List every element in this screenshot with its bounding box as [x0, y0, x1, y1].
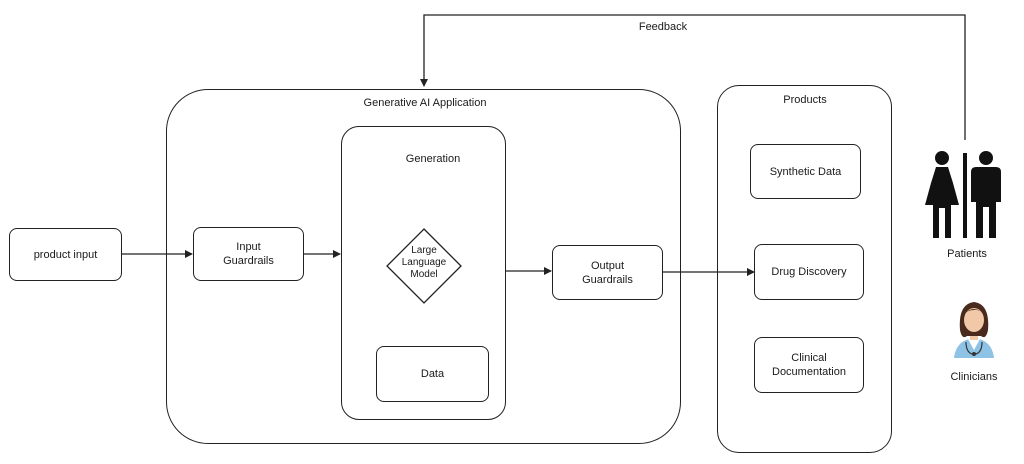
- patients-label: Patients: [947, 248, 987, 260]
- generative-ai-application-container: [166, 89, 681, 444]
- product-item-label: Drug Discovery: [771, 266, 847, 278]
- output-guardrails-label: Output Guardrails: [582, 259, 633, 286]
- product-item-label: Synthetic Data: [769, 165, 842, 178]
- feedback-label: Feedback: [638, 21, 688, 33]
- products-container: [717, 85, 892, 453]
- product-item-clinical-documentation: Clinical Documentation: [754, 337, 864, 393]
- patients-icon: [925, 151, 1001, 238]
- llm-label: Large Language Model: [401, 245, 447, 280]
- product-input-box: product input: [9, 228, 122, 281]
- generation-container: [341, 126, 506, 420]
- product-item-drug-discovery: Drug Discovery: [754, 244, 864, 300]
- data-label: Data: [420, 368, 445, 380]
- generation-title: Generation: [405, 153, 461, 165]
- feedback-arrow: [420, 14, 966, 140]
- output-guardrails-box: Output Guardrails: [552, 245, 663, 300]
- product-item-label: Clinical Documentation: [772, 352, 846, 378]
- product-input-label: product input: [33, 248, 98, 261]
- product-item-synthetic-data: Synthetic Data: [750, 144, 861, 199]
- application-title: Generative AI Application: [363, 97, 487, 109]
- input-guardrails-box: Input Guardrails: [193, 227, 304, 281]
- input-guardrails-label: Input Guardrails: [223, 241, 274, 267]
- data-box: Data: [376, 346, 489, 402]
- products-title: Products: [783, 94, 827, 106]
- llm-diamond: [386, 228, 462, 304]
- clinician-icon: [954, 302, 994, 358]
- clinicians-label: Clinicians: [950, 371, 998, 383]
